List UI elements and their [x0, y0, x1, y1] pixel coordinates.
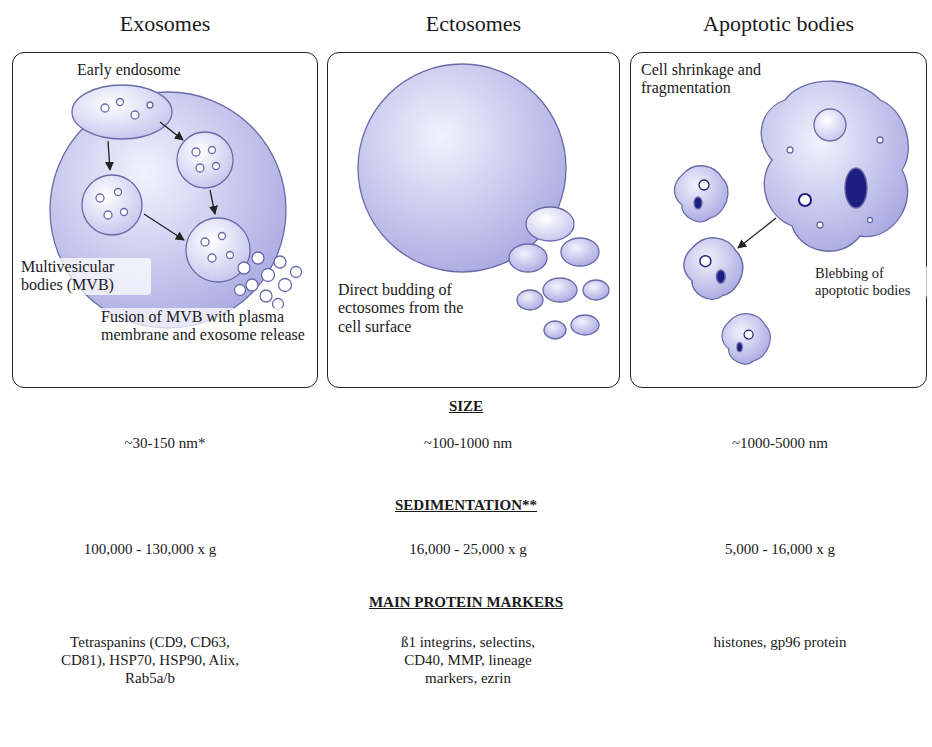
ectosome-panel: EctosomesDirect budding of ectosomes fro…	[327, 52, 620, 388]
section-heading: SIZE	[366, 397, 566, 415]
exosome-panel: ExosomesEarly endosomeMultivesicular bod…	[12, 52, 318, 388]
sedimentation-value: 5,000 - 16,000 x g	[670, 540, 890, 558]
marker-list: Tetraspanins (CD9, CD63, CD81), HSP70, H…	[48, 633, 253, 687]
process-label: Multivesicular bodies (MVB)	[19, 258, 151, 295]
section-heading: SEDIMENTATION**	[346, 496, 586, 514]
sedimentation-value: 16,000 - 25,000 x g	[358, 540, 578, 558]
size-value: ~100-1000 nm	[368, 434, 568, 452]
process-label: Direct budding of ectosomes from the cel…	[336, 281, 490, 336]
marker-list: ß1 integrins, selectins, CD40, MMP, line…	[381, 633, 556, 687]
size-value: ~30-150 nm*	[65, 434, 265, 452]
sedimentation-value: 100,000 - 130,000 x g	[30, 540, 270, 558]
fragment-arrow	[738, 218, 776, 248]
pathway-arrows	[108, 122, 215, 240]
panel-heading: Apoptotic bodies	[631, 11, 926, 36]
marker-list: histones, gp96 protein	[670, 633, 890, 651]
process-label: Fusion of MVB with plasma membrane and e…	[99, 308, 313, 345]
apoptotic-cell	[674, 81, 908, 364]
process-label: Cell shrinkage and fragmentation	[639, 61, 778, 98]
apoptotic-panel: Apoptotic bodiesCell shrinkage and fragm…	[630, 52, 927, 388]
panel-heading: Exosomes	[13, 11, 317, 36]
size-value: ~1000-5000 nm	[680, 434, 880, 452]
panel-heading: Ectosomes	[328, 11, 619, 36]
section-heading: MAIN PROTEIN MARKERS	[326, 593, 606, 611]
process-label: Early endosome	[75, 61, 219, 79]
process-label: Blebbing of apoptotic bodies	[813, 265, 927, 298]
